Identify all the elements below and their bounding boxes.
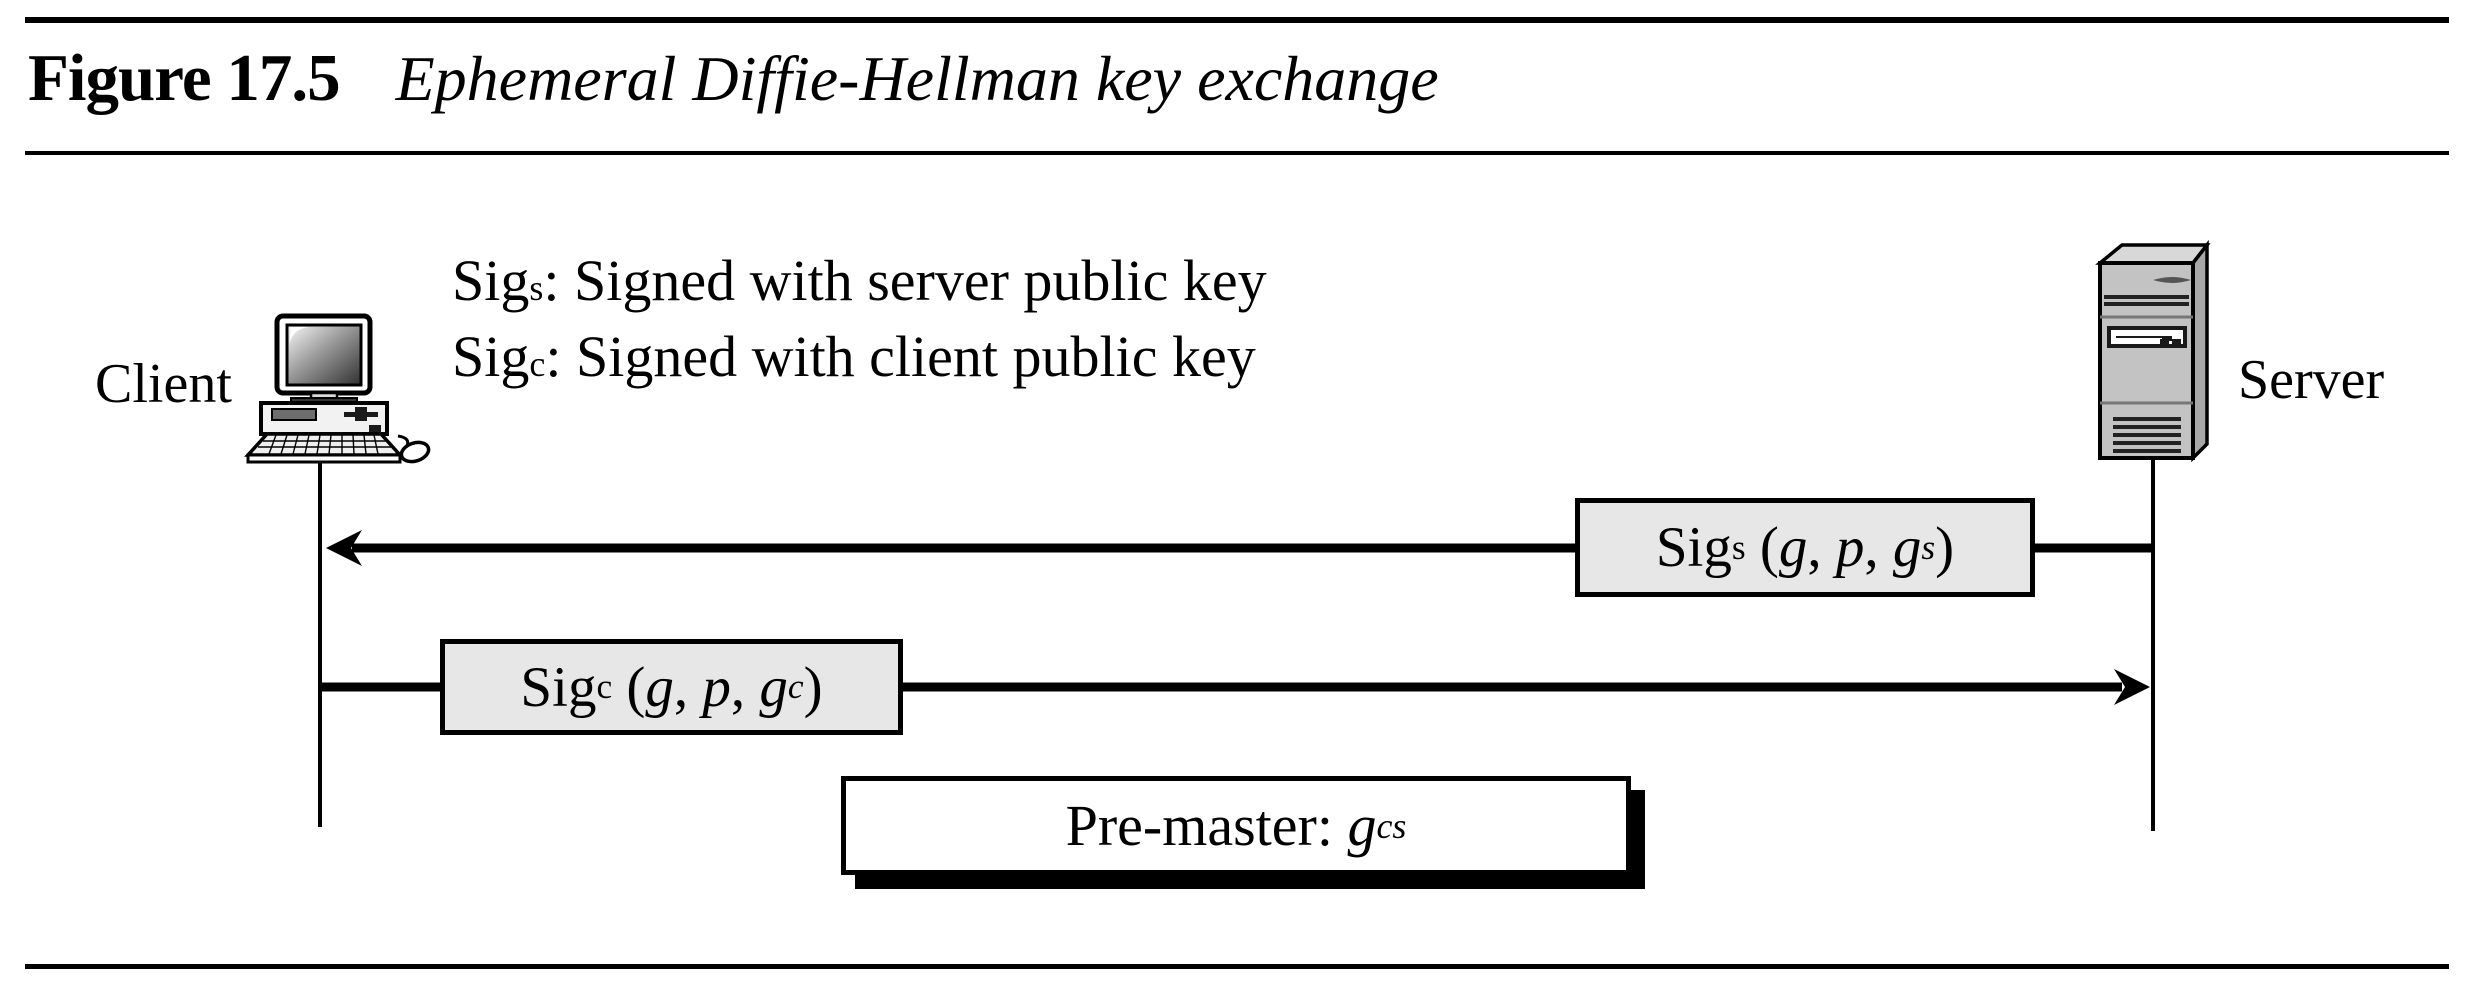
sig-c-base: Sig (520, 655, 597, 719)
sig-c-arg1: g (645, 655, 674, 719)
premaster-var: g (1347, 793, 1377, 858)
client-label: Client (95, 353, 232, 415)
sig-c-open: ( (612, 655, 646, 719)
server-label: Server (2238, 349, 2385, 411)
figure-number: Figure 17.5 (28, 41, 341, 115)
sig-c-arg3: g (759, 655, 788, 719)
legend-sig-s-text: : Signed with server public key (543, 248, 1267, 313)
title-underline-rule (25, 151, 2449, 155)
sig-c-sep2: , (730, 655, 760, 719)
desktop-computer-icon (244, 313, 431, 464)
tower-server-icon (2095, 239, 2211, 463)
sig-s-sep1: , (1807, 516, 1836, 579)
sig-c-sep1: , (673, 655, 703, 719)
sig-s-arg1: g (1778, 516, 1808, 579)
bottom-rule (25, 964, 2449, 969)
sig-s-arg2: p (1835, 516, 1865, 579)
figure-title: Ephemeral Diffie-Hellman key exchange (395, 43, 1439, 114)
premaster-label: Pre-master: (1065, 793, 1348, 858)
legend-sig-s-base: Sig (452, 248, 530, 313)
sig-c-close: ) (803, 655, 823, 719)
sig-s-arg3: g (1892, 516, 1922, 579)
legend-sig-c-text: : Signed with client public key (545, 324, 1256, 389)
sig-c-arg2: p (702, 655, 731, 719)
sig-s-sep2: , (1864, 516, 1893, 579)
legend-sig-c-base: Sig (452, 324, 530, 389)
sig-s-close: ) (1935, 516, 1955, 579)
figure-caption: Figure 17.5 Ephemeral Diffie-Hellman key… (28, 40, 1439, 117)
sig-s-base: Sig (1655, 516, 1732, 579)
top-rule (25, 17, 2449, 23)
sig-s-open: ( (1745, 516, 1779, 579)
